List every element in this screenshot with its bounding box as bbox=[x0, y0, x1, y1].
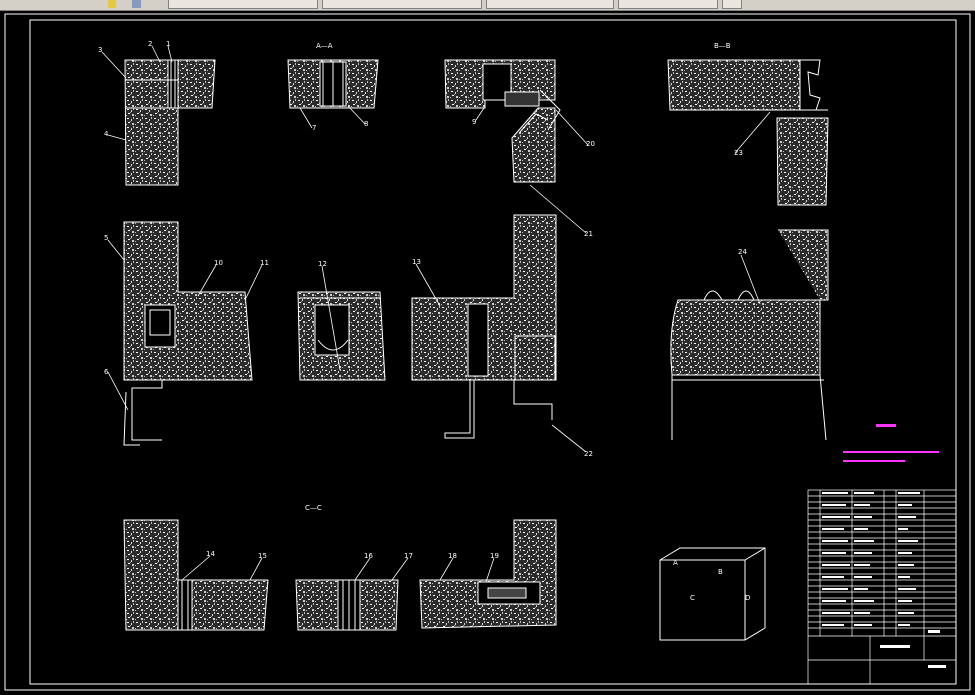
leader-lines bbox=[101, 45, 771, 583]
callout-1: 1 bbox=[166, 40, 170, 48]
callout-23: 23 bbox=[734, 149, 743, 157]
file-tab-5[interactable] bbox=[722, 0, 742, 9]
section-cc-1 bbox=[123, 519, 269, 631]
section-detail-13-22 bbox=[411, 214, 557, 439]
section-bb-bottom bbox=[670, 229, 829, 441]
file-tab-2[interactable] bbox=[322, 0, 482, 9]
section-detail-5-11 bbox=[123, 221, 253, 446]
callout-19: 19 bbox=[490, 552, 499, 560]
box-letter-d: D bbox=[745, 594, 750, 602]
section-detail-12 bbox=[297, 291, 386, 381]
callout-20: 20 bbox=[586, 140, 595, 148]
box-letter-b: B bbox=[718, 568, 723, 576]
file-tab-3[interactable] bbox=[486, 0, 614, 9]
section-label-cc: C—C bbox=[305, 504, 322, 512]
callout-2: 2 bbox=[148, 40, 152, 48]
callout-4: 4 bbox=[104, 130, 109, 138]
file-tab-1[interactable] bbox=[168, 0, 318, 9]
callout-16: 16 bbox=[364, 552, 373, 560]
box-letter-c: C bbox=[690, 594, 695, 602]
callout-6: 6 bbox=[104, 368, 109, 376]
section-detail-7-8 bbox=[287, 59, 379, 109]
pencil-icon[interactable] bbox=[108, 0, 116, 8]
box-letter-a: A bbox=[673, 559, 678, 567]
callout-7: 7 bbox=[312, 124, 316, 132]
cad-drawing-canvas[interactable]: A B C D bbox=[0, 10, 975, 695]
section-label-bb: B—B bbox=[714, 42, 731, 50]
file-tab-4[interactable] bbox=[618, 0, 718, 9]
section-detail-1 bbox=[124, 59, 216, 186]
callout-12: 12 bbox=[318, 260, 327, 268]
callout-11: 11 bbox=[260, 259, 269, 267]
callout-18: 18 bbox=[448, 552, 457, 560]
isometric-box bbox=[659, 547, 766, 641]
callout-3: 3 bbox=[98, 46, 102, 54]
callout-17: 17 bbox=[404, 552, 413, 560]
section-label-aa: A—A bbox=[316, 42, 333, 50]
parts-list-table bbox=[807, 489, 957, 685]
callout-14: 14 bbox=[206, 550, 215, 558]
section-detail-9-21 bbox=[444, 59, 561, 183]
callout-15: 15 bbox=[258, 552, 267, 560]
section-bb-top bbox=[667, 59, 829, 206]
callout-21: 21 bbox=[584, 230, 593, 238]
parts-list-cell-marks bbox=[822, 492, 946, 668]
sheet-inner-border bbox=[29, 19, 957, 685]
app-toolbar bbox=[0, 0, 975, 11]
technical-notes bbox=[843, 424, 939, 462]
callout-9: 9 bbox=[472, 118, 476, 126]
callout-24: 24 bbox=[738, 248, 747, 256]
callout-22: 22 bbox=[584, 450, 593, 458]
sheet-outer-border bbox=[4, 13, 971, 691]
section-cc-2 bbox=[295, 579, 399, 631]
section-cc-3 bbox=[419, 519, 557, 629]
layers-icon[interactable] bbox=[132, 0, 141, 8]
callout-5: 5 bbox=[104, 234, 108, 242]
callout-8: 8 bbox=[364, 120, 368, 128]
callout-10: 10 bbox=[214, 259, 223, 267]
callout-13: 13 bbox=[412, 258, 421, 266]
